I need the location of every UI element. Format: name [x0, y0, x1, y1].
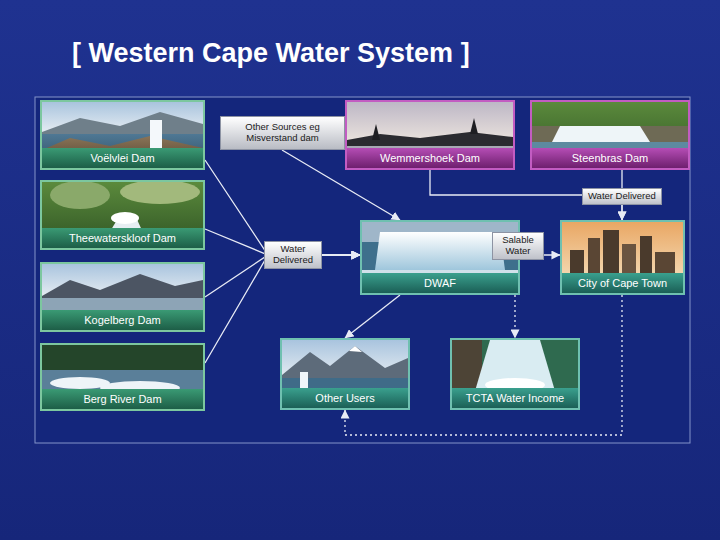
label-bar: Kogelberg Dam: [42, 310, 203, 330]
node-label: City of Cape Town: [574, 273, 671, 293]
label-bar: TCTA Water Income: [452, 388, 578, 408]
mountains: [42, 274, 203, 300]
node-label: Theewaterskloof Dam: [65, 228, 180, 248]
rocks: [42, 136, 203, 168]
connector: [345, 295, 622, 435]
river: [42, 370, 203, 409]
forest: [452, 340, 578, 408]
tree: [372, 124, 380, 140]
spillway: [552, 126, 650, 142]
foliage: [120, 180, 200, 204]
income-photo: [452, 340, 578, 408]
label-bar: Theewaterskloof Dam: [42, 228, 203, 248]
dam-box: Wemmershoek Dam: [345, 100, 515, 170]
dam-box: Kogelberg Dam: [40, 262, 205, 332]
sky: [347, 102, 513, 146]
waterfall: [150, 120, 162, 148]
city-photo: [562, 222, 683, 293]
horizon: [347, 132, 513, 146]
water: [42, 134, 203, 168]
process-box: City of Cape Town: [560, 220, 685, 295]
sky: [562, 222, 683, 293]
dam-wall: [532, 126, 688, 142]
diagram-title: [ Western Cape Water System ]: [72, 38, 470, 69]
mist: [362, 270, 518, 293]
edge-label: Salable Water: [492, 232, 544, 260]
snow: [349, 346, 362, 352]
dam-box: Steenbras Dam: [530, 100, 690, 170]
dam-photo: [42, 264, 203, 330]
label-bar: DWAF: [362, 273, 518, 293]
edge-label: Water Delivered: [582, 188, 662, 205]
water: [42, 298, 203, 330]
label-bar: Other Users: [282, 388, 408, 408]
panel: [35, 97, 690, 443]
dam-box: Berg River Dam: [40, 343, 205, 411]
forest: [532, 102, 688, 168]
source-box: Other Sources eg Misverstand dam: [220, 116, 345, 150]
water: [532, 142, 688, 168]
connector: [514, 295, 515, 338]
label-bar: Berg River Dam: [42, 389, 203, 409]
node-label: Berg River Dam: [79, 389, 165, 409]
node-label: TCTA Water Income: [462, 388, 568, 408]
node-label: DWAF: [420, 273, 460, 293]
users-photo: [282, 340, 408, 408]
dam-photo: [347, 102, 513, 168]
node-label: Other Users: [311, 388, 378, 408]
node-label: Other Sources eg Misverstand dam: [227, 122, 338, 144]
water: [347, 146, 513, 168]
label-bar: Steenbras Dam: [532, 148, 688, 168]
node-label: Wemmershoek Dam: [376, 148, 484, 168]
label-bar: City of Cape Town: [562, 273, 683, 293]
node-label: Voëlvlei Dam: [86, 148, 158, 168]
dam-photo: [42, 180, 203, 248]
connector: [345, 295, 400, 338]
dam-box: Voëlvlei Dam: [40, 100, 205, 170]
dam-photo: [532, 102, 688, 168]
tree: [470, 118, 478, 134]
label-bar: Voëlvlei Dam: [42, 148, 203, 168]
node-label: Steenbras Dam: [568, 148, 652, 168]
process-box: Other Users: [280, 338, 410, 410]
label-bar: Wemmershoek Dam: [347, 148, 513, 168]
edge-label: Water Delivered: [264, 241, 322, 269]
process-box: TCTA Water Income: [450, 338, 580, 410]
connector: [205, 255, 360, 363]
dam-box: Theewaterskloof Dam: [40, 180, 205, 250]
foliage: [50, 181, 110, 209]
trees: [42, 345, 203, 409]
foam: [111, 212, 139, 224]
dam-photo: [42, 102, 203, 168]
node-label: Kogelberg Dam: [80, 310, 164, 330]
dam-photo: [42, 345, 203, 409]
waterfall: [375, 232, 505, 270]
